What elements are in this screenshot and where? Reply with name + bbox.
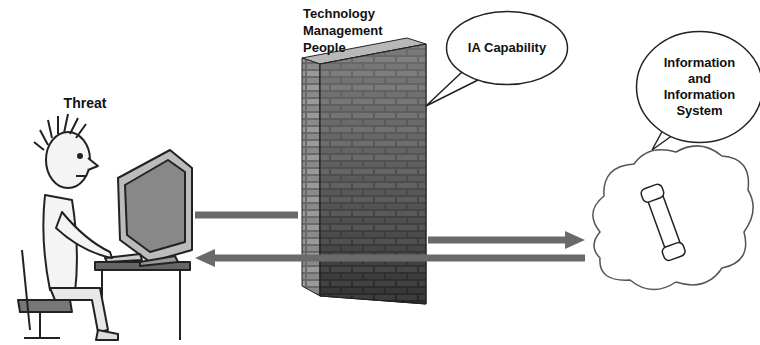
brick-wall: [302, 38, 426, 304]
cloud-node: Information and Information System: [585, 30, 757, 302]
threat-figure-node: Threat: [10, 95, 195, 340]
callout-bubble: IA Capability: [445, 10, 555, 86]
wall-node: Technology Management People: [298, 2, 428, 302]
cloud-shape: [593, 146, 753, 290]
flow-arrow: [195, 249, 585, 267]
bubble-text: Information and Information System: [635, 30, 760, 144]
flow-arrow: [428, 231, 585, 249]
figure-label: Threat: [10, 95, 160, 111]
wall-heading: Technology Management People: [303, 5, 382, 56]
threat-figure: [18, 114, 192, 340]
speech-bubble: IA Capability: [445, 10, 569, 86]
bubble-label: IA Capability: [468, 40, 546, 56]
bubble-text: IA Capability: [445, 10, 569, 86]
flow-arrow: [195, 215, 298, 216]
bubble-label: Information and Information System: [659, 55, 741, 119]
speech-bubble: Information and Information System: [635, 30, 760, 144]
phone-icon: [640, 183, 687, 262]
